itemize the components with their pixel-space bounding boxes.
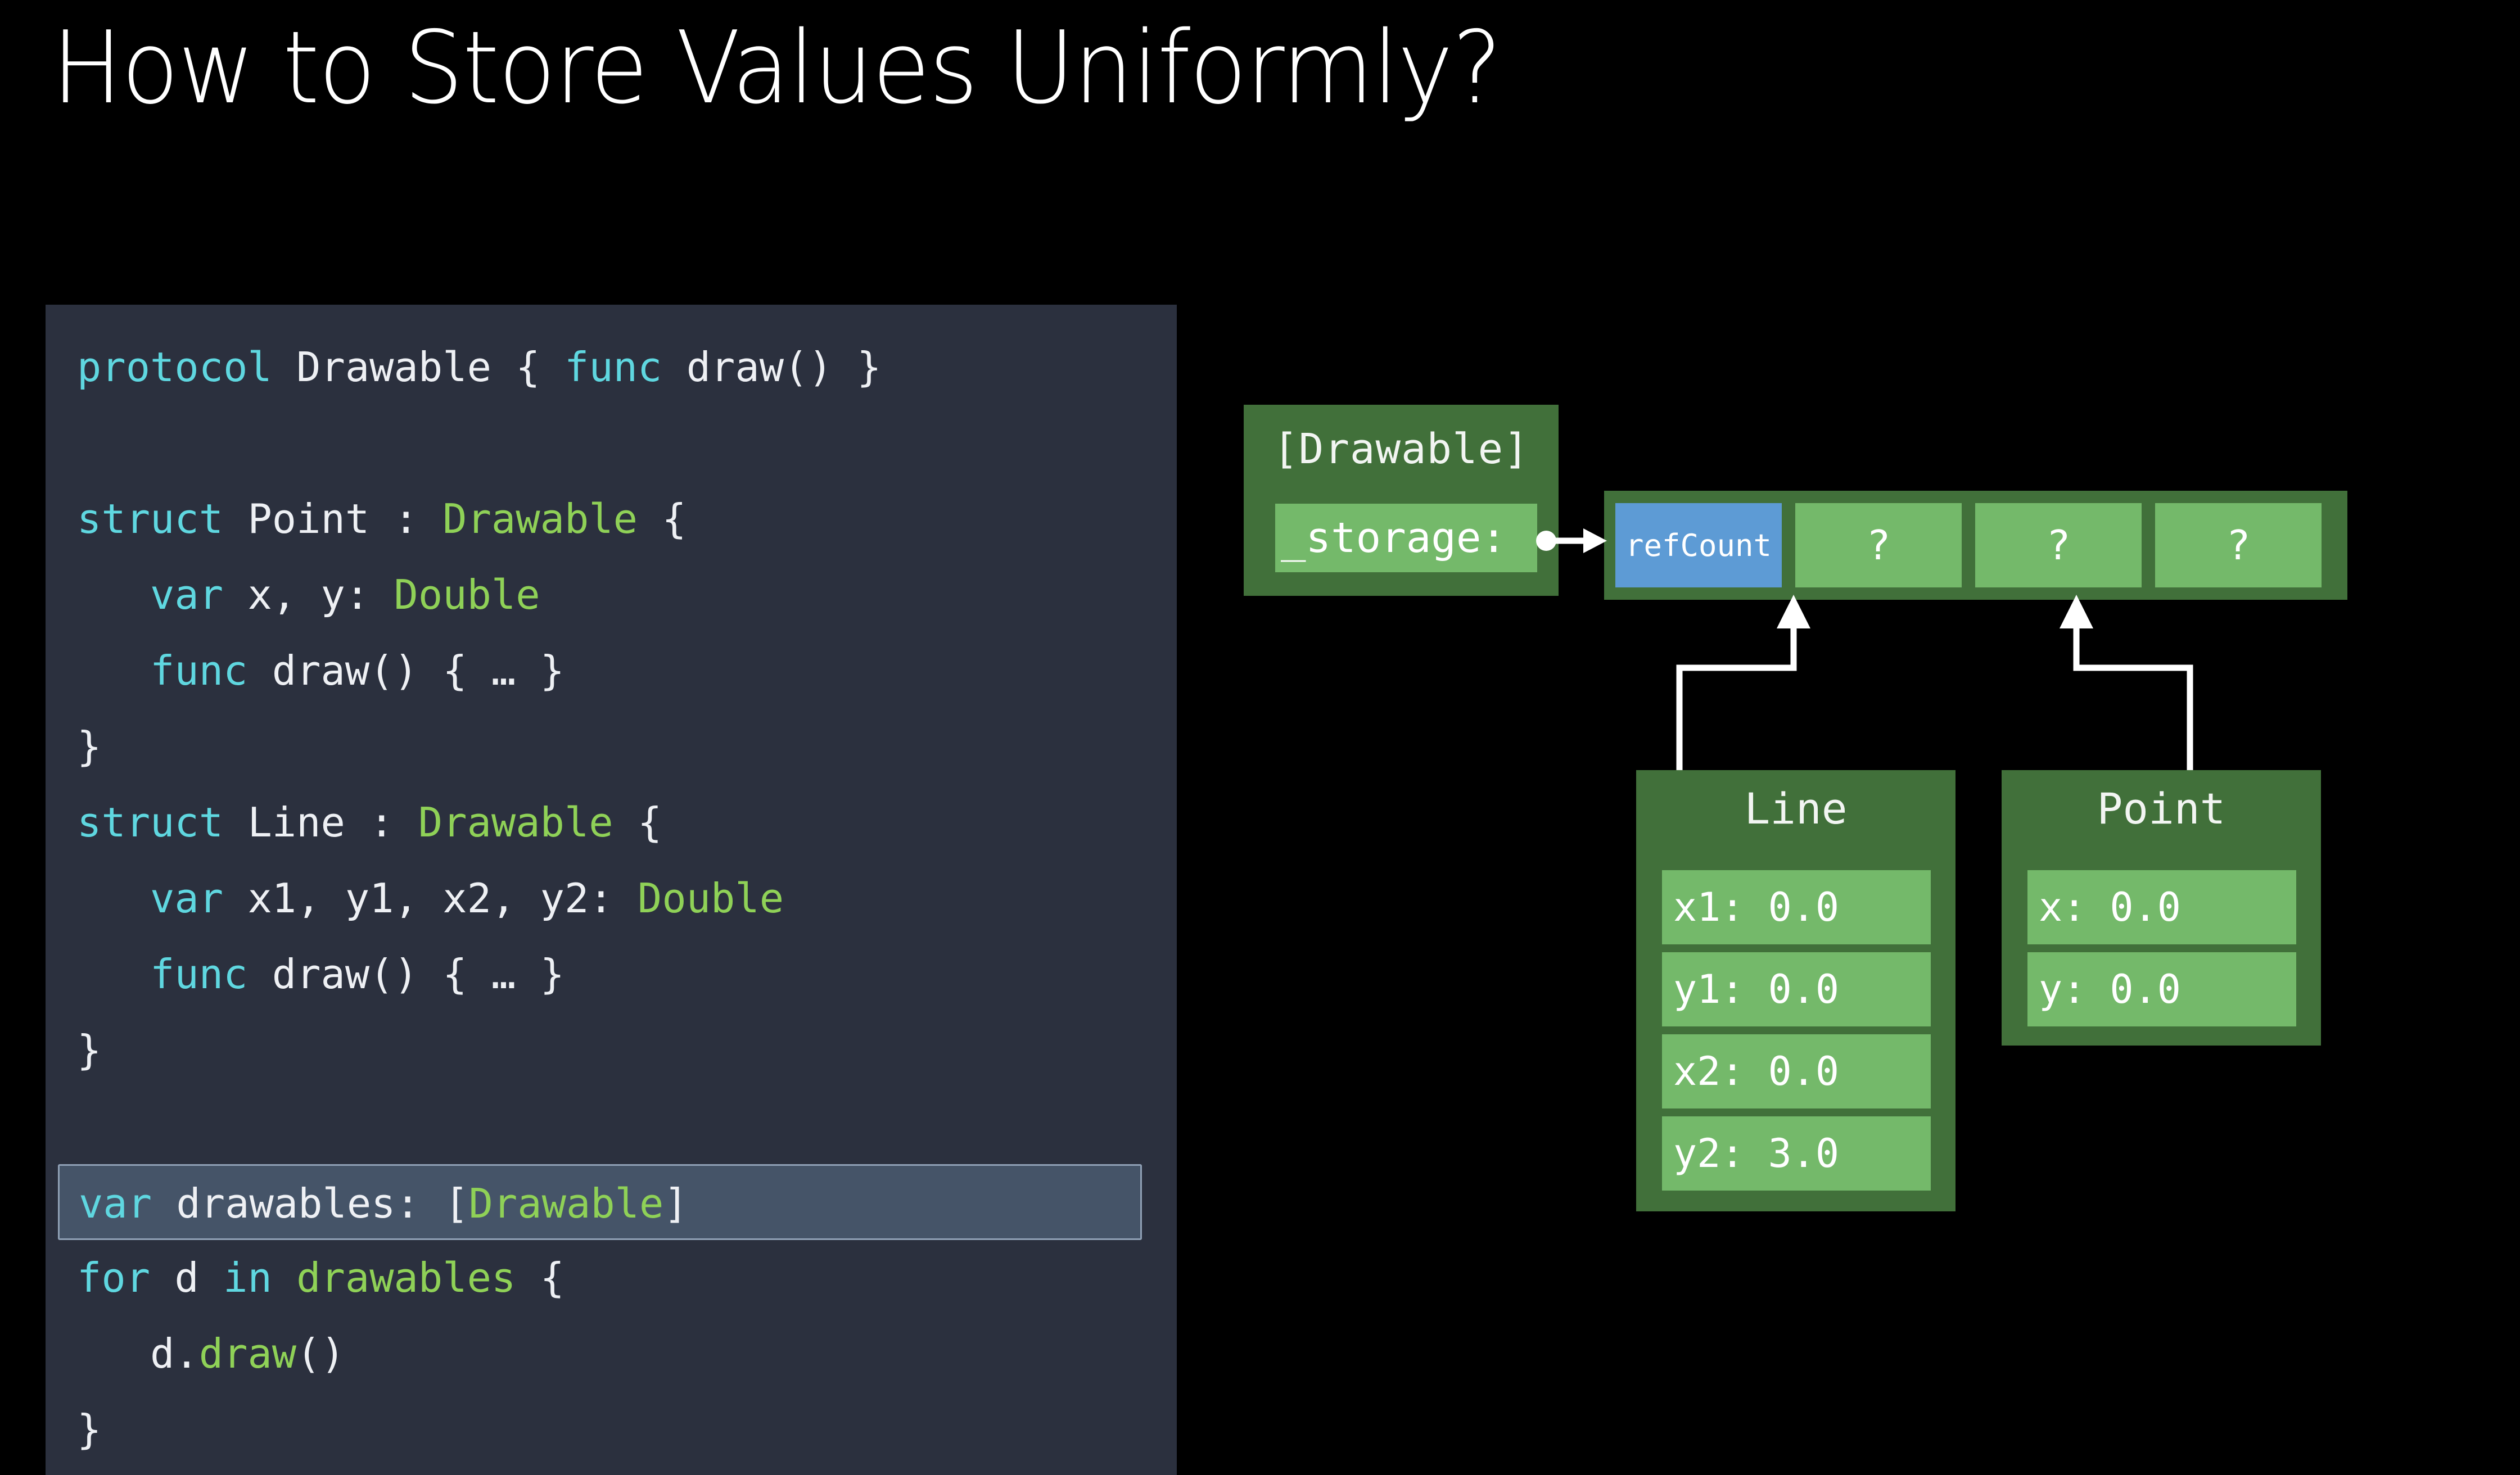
code-token-type: drawables <box>296 1254 516 1301</box>
code-line: struct Point : Drawable { <box>46 481 1177 557</box>
line-instance-box: Line x1: 0.0 y1: 0.0 x2: 0.0 y2: 3.0 <box>1636 770 1956 1211</box>
code-token-punctuation: [ <box>444 1180 469 1227</box>
code-token-identifier: draw() <box>247 951 443 998</box>
line-to-slot1-connector <box>1676 613 1797 770</box>
code-line: for d in drawables { <box>46 1240 1177 1316</box>
code-line-highlighted[interactable]: var drawables: [Drawable] <box>58 1164 1142 1240</box>
code-token-keyword: for <box>77 1254 151 1301</box>
code-token-identifier: draw() <box>662 343 857 391</box>
arrowhead-right-icon <box>1583 528 1607 553</box>
page-title: How to Store Values Uniformly? <box>52 10 1502 126</box>
code-token-keyword: var <box>79 1180 152 1227</box>
storage-cell-label: ? <box>2046 522 2071 569</box>
point-field-y: y: 0.0 <box>2027 952 2296 1026</box>
code-token-punctuation: { … } <box>442 951 564 998</box>
code-token-keyword: struct <box>77 799 224 846</box>
line-field-x1: x1: 0.0 <box>1662 870 1931 944</box>
storage-cell-label: refCount <box>1625 527 1772 563</box>
code-token-keyword: var <box>150 571 224 618</box>
line-box-title: Line <box>1744 784 1848 834</box>
drawable-box-title: [Drawable] <box>1273 425 1529 473</box>
storage-cell-slot3: ? <box>2155 503 2322 587</box>
code-line: var x, y: Double <box>46 557 1177 633</box>
field-label: y1: 0.0 <box>1673 966 1840 1012</box>
code-token-punctuation: } <box>77 1026 102 1074</box>
line-field-y2: y2: 3.0 <box>1662 1116 1931 1191</box>
field-label: y2: 3.0 <box>1673 1130 1840 1177</box>
code-token-punctuation: { … } <box>442 647 564 694</box>
code-token-identifier: x, y: <box>223 571 394 618</box>
code-line: } <box>46 1012 1177 1088</box>
line-field-x2: x2: 0.0 <box>1662 1034 1931 1108</box>
point-instance-box: Point x: 0.0 y: 0.0 <box>2002 770 2321 1046</box>
code-token-identifier: d <box>150 1254 224 1301</box>
field-label: x2: 0.0 <box>1673 1048 1840 1094</box>
code-token-type: Double <box>638 875 784 922</box>
field-label: x: 0.0 <box>2039 884 2181 930</box>
code-token-identifier: Line : <box>223 799 418 846</box>
code-token-type: Drawable <box>418 799 613 846</box>
code-token-punctuation: { <box>516 343 564 391</box>
storage-cell-label: ? <box>2226 522 2251 569</box>
code-line: protocol Drawable { func draw() } <box>46 329 1177 405</box>
code-token-keyword: func <box>150 951 248 998</box>
code-token-type: draw <box>198 1330 297 1377</box>
code-token-keyword: var <box>150 875 224 922</box>
code-line: struct Line : Drawable { <box>46 785 1177 861</box>
code-token-keyword: func <box>564 343 662 391</box>
code-token-identifier: drawables: <box>152 1180 445 1227</box>
code-line: } <box>46 709 1177 785</box>
drawable-array-box: [Drawable] _storage: <box>1244 405 1559 596</box>
code-token-punctuation: } <box>77 1406 102 1453</box>
code-token-keyword: func <box>150 647 248 694</box>
storage-cell-slot1: ? <box>1795 503 1962 587</box>
code-panel: protocol Drawable { func draw() } struct… <box>46 305 1177 1475</box>
arrowhead-up-icon <box>1777 595 1810 628</box>
code-token-keyword: in <box>223 1254 272 1301</box>
code-token-type: Double <box>394 571 540 618</box>
storage-field-row: _storage: <box>1275 504 1537 572</box>
code-token-punctuation: ] <box>663 1180 688 1227</box>
arrowhead-up-icon <box>2060 595 2093 628</box>
code-token-punctuation: { <box>613 799 662 846</box>
code-token-keyword: struct <box>77 495 224 542</box>
code-line: d.draw() <box>46 1316 1177 1392</box>
code-token-identifier: d. <box>150 1330 199 1377</box>
code-token-punctuation: } <box>77 723 102 770</box>
code-token-punctuation: () <box>296 1330 345 1377</box>
code-line-list: protocol Drawable { func draw() } struct… <box>46 305 1177 1468</box>
storage-buffer: refCount ? ? ? <box>1604 491 2347 600</box>
point-to-slot2-connector <box>2073 613 2193 770</box>
line-field-y1: y1: 0.0 <box>1662 952 1931 1026</box>
code-token-type: Drawable <box>468 1180 664 1227</box>
point-box-title: Point <box>2097 784 2226 834</box>
code-token-type: Drawable <box>442 495 638 542</box>
code-line: } <box>46 1392 1177 1468</box>
code-token-identifier: Drawable <box>272 343 516 391</box>
code-token-punctuation: { <box>638 495 687 542</box>
code-token-identifier: x1, y1, x2, y2: <box>223 875 638 922</box>
code-token-identifier: Point : <box>223 495 443 542</box>
code-token-punctuation: { <box>516 1254 564 1301</box>
code-line: func draw() { … } <box>46 633 1177 709</box>
storage-cell-label: ? <box>1866 522 1891 569</box>
storage-cell-slot2: ? <box>1975 503 2142 587</box>
point-field-x: x: 0.0 <box>2027 870 2296 944</box>
code-token-punctuation: } <box>857 343 882 391</box>
field-label: x1: 0.0 <box>1673 884 1840 930</box>
code-token-identifier: draw() <box>247 647 443 694</box>
storage-cell-refcount: refCount <box>1615 503 1782 587</box>
field-label: y: 0.0 <box>2039 966 2181 1012</box>
storage-label: _storage: <box>1281 514 1506 562</box>
code-line: var x1, y1, x2, y2: Double <box>46 861 1177 936</box>
code-token-keyword: protocol <box>77 343 272 391</box>
code-line: func draw() { … } <box>46 936 1177 1012</box>
